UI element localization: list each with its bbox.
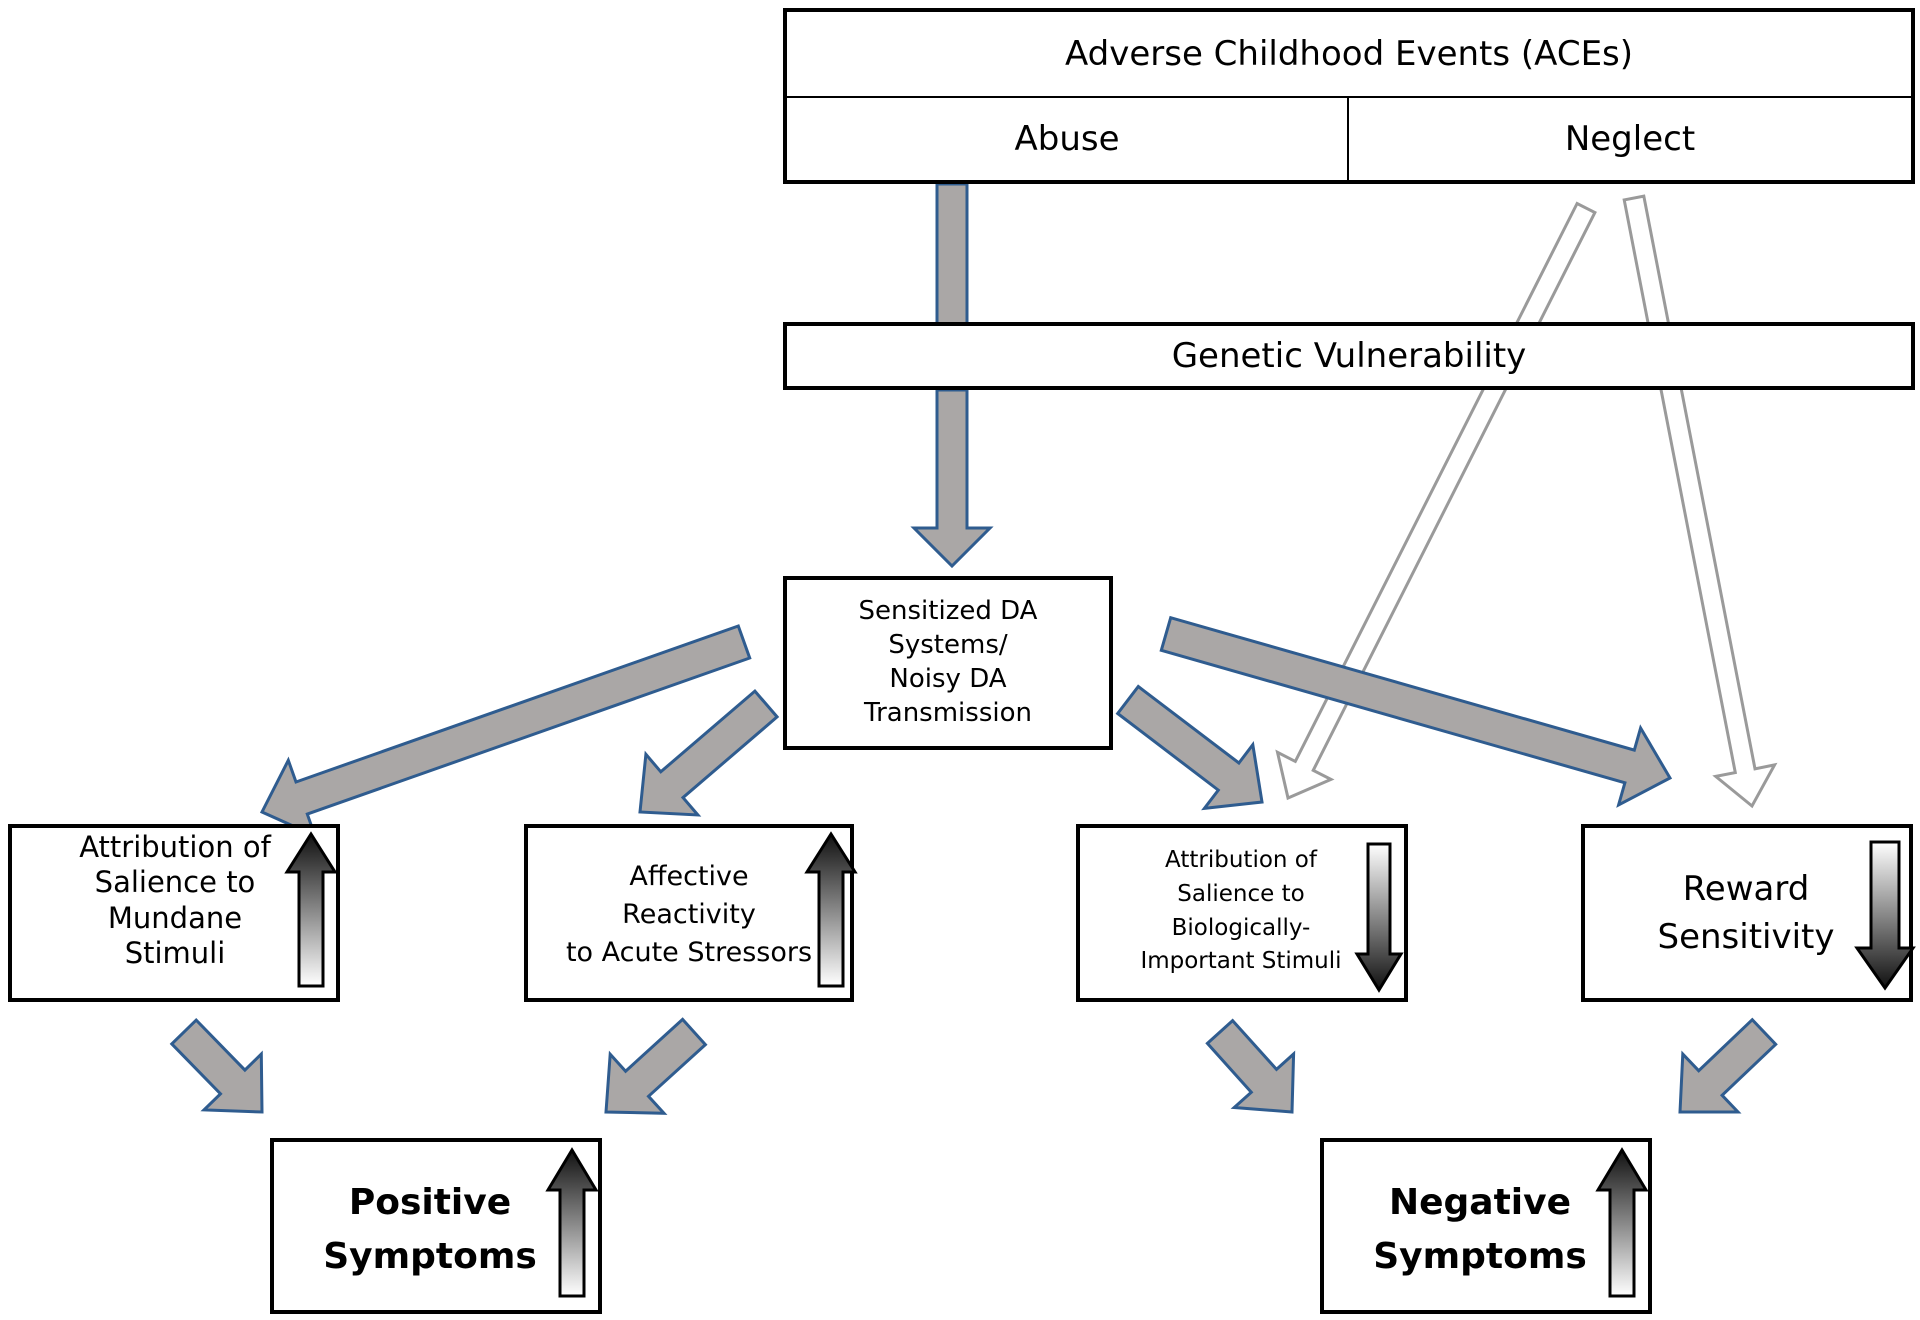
da-line-4: Transmission bbox=[864, 697, 1032, 728]
mundane-line-3: Mundane bbox=[107, 900, 243, 935]
negative-symptoms-text: Negative Symptoms bbox=[1360, 1176, 1600, 1284]
negative-up-arrow-icon bbox=[1595, 1147, 1649, 1298]
positive-line-2: Symptoms bbox=[323, 1236, 537, 1277]
arrow-reward-to-negative bbox=[1678, 1017, 1778, 1114]
affective-line-2: Reactivity bbox=[622, 898, 756, 930]
negative-symptoms-box bbox=[1320, 1138, 1652, 1314]
negative-line-2: Symptoms bbox=[1373, 1236, 1587, 1277]
mundane-line-1: Attribution of bbox=[79, 830, 271, 864]
da-line-3: Noisy DA bbox=[889, 664, 1007, 694]
arrow-da-to-reward bbox=[1159, 615, 1673, 808]
arrow-bio-to-negative bbox=[1205, 1018, 1296, 1114]
mundane-salience-text: Attribution of Salience to Mundane Stimu… bbox=[40, 830, 310, 972]
da-line-2: Systems/ bbox=[888, 630, 1008, 661]
bio-line-3: Biologically- bbox=[1171, 914, 1311, 941]
bio-line-1: Attribution of bbox=[1165, 847, 1317, 873]
genetic-vulnerability-label: Genetic Vulnerability bbox=[1171, 336, 1527, 376]
bio-line-2: Salience to bbox=[1177, 880, 1305, 907]
mundane-salience-box bbox=[8, 824, 340, 1002]
aces-title: Adverse Childhood Events (ACEs) bbox=[1064, 34, 1634, 74]
mundane-up-arrow-icon bbox=[284, 831, 338, 988]
reward-line-1: Reward bbox=[1682, 869, 1810, 909]
aces-title-box: Adverse Childhood Events (ACEs) bbox=[783, 8, 1915, 98]
reward-down-arrow-icon bbox=[1854, 840, 1916, 991]
mundane-line-4: Stimuli bbox=[124, 936, 226, 971]
affective-reactivity-text: Affective Reactivity to Acute Stressors bbox=[548, 858, 830, 971]
affective-up-arrow-icon bbox=[804, 831, 858, 988]
positive-symptoms-text: Positive Symptoms bbox=[310, 1176, 550, 1284]
arrow-da-to-mundane bbox=[259, 624, 752, 839]
abuse-label: Abuse bbox=[1014, 119, 1120, 159]
biological-salience-box bbox=[1076, 824, 1408, 1002]
affective-reactivity-box bbox=[524, 824, 854, 1002]
affective-line-3: to Acute Stressors bbox=[565, 936, 813, 968]
arrow-genetic-to-da bbox=[910, 388, 994, 569]
da-systems-box: Sensitized DA Systems/ Noisy DA Transmis… bbox=[783, 576, 1113, 750]
biological-salience-text: Attribution of Salience to Biologically-… bbox=[1126, 844, 1356, 979]
arrow-affective-to-positive bbox=[604, 1017, 708, 1115]
genetic-vulnerability-box: Genetic Vulnerability bbox=[783, 322, 1915, 390]
reward-sensitivity-text: Reward Sensitivity bbox=[1626, 866, 1866, 961]
abuse-box: Abuse bbox=[783, 96, 1349, 184]
neglect-box: Neglect bbox=[1347, 96, 1915, 184]
positive-symptoms-box bbox=[270, 1138, 602, 1314]
mundane-line-2: Salience to bbox=[94, 865, 256, 900]
arrow-da-to-bio-salience bbox=[1115, 684, 1264, 811]
positive-up-arrow-icon bbox=[545, 1147, 599, 1298]
positive-line-1: Positive bbox=[348, 1182, 512, 1223]
reward-sensitivity-box bbox=[1581, 824, 1913, 1002]
negative-line-1: Negative bbox=[1388, 1182, 1572, 1223]
reward-line-2: Sensitivity bbox=[1657, 916, 1835, 957]
affective-line-1: Affective bbox=[629, 861, 749, 892]
arrow-da-to-affective bbox=[638, 688, 780, 817]
bio-line-4: Important Stimuli bbox=[1140, 948, 1342, 975]
neglect-label: Neglect bbox=[1564, 119, 1696, 159]
bio-down-arrow-icon bbox=[1354, 842, 1404, 993]
arrow-mundane-to-positive bbox=[169, 1017, 264, 1114]
da-line-1: Sensitized DA bbox=[858, 596, 1038, 627]
